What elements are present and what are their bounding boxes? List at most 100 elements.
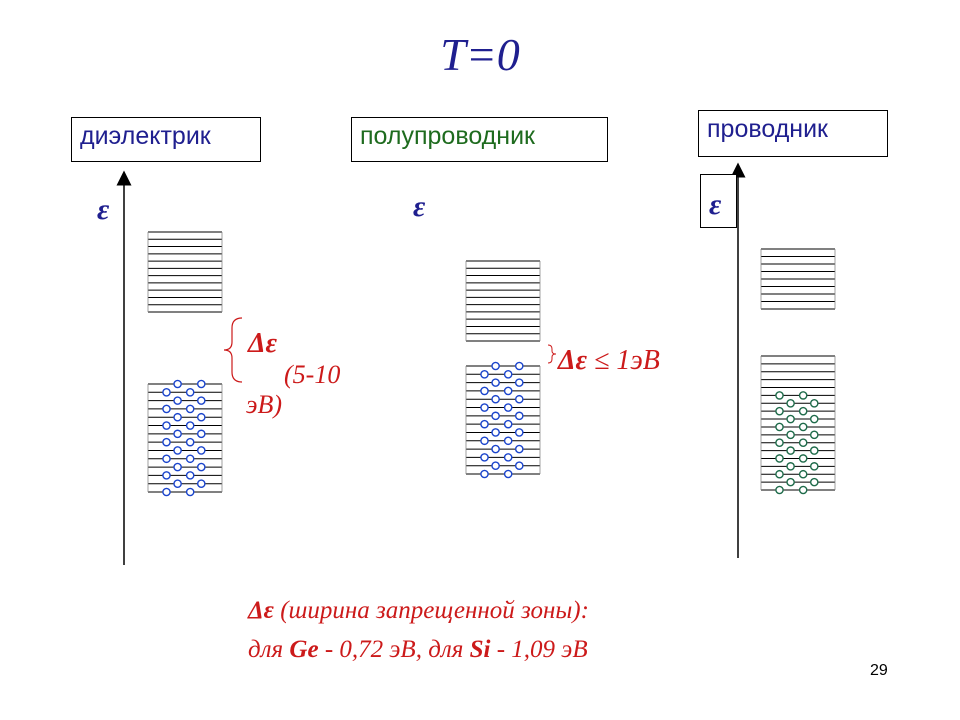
electron: [491, 428, 500, 437]
electron: [185, 454, 195, 464]
dielectric-conduction-band: [147, 231, 223, 313]
electron: [798, 454, 808, 463]
electron: [491, 411, 500, 421]
page-number: 29: [870, 662, 888, 679]
electron: [503, 436, 513, 446]
electron: [196, 396, 206, 405]
dielectric-gap-range: (5-10: [284, 360, 341, 389]
electron: [173, 396, 182, 405]
electron: [162, 437, 171, 447]
electron: [775, 422, 784, 432]
electron: [798, 438, 808, 448]
semiconductor-conduction-band: [465, 260, 541, 342]
electron: [162, 487, 171, 497]
conductor-upper-band: [760, 248, 836, 310]
electron: [503, 453, 513, 462]
dielectric-gap-symbol: Δε: [248, 328, 278, 359]
electron: [480, 436, 489, 446]
electron: [786, 430, 795, 440]
electron: [514, 411, 524, 421]
semiconductor-gap: Δε ≤ 1эВ: [558, 345, 660, 377]
semiconductor-gap-symbol: Δε: [558, 345, 588, 376]
footer-si: Si: [469, 636, 491, 663]
electron: [809, 414, 819, 424]
electron: [798, 406, 808, 416]
electron: [491, 361, 500, 371]
electron: [480, 386, 489, 396]
electron: [480, 469, 489, 479]
footer-gap-definition: (ширина запрещенной зоны):: [273, 597, 589, 624]
semiconductor-energy-symbol: ε: [413, 190, 426, 223]
slide-title: T=0: [440, 29, 520, 80]
electron: [809, 430, 819, 440]
footer-line-1: Δε (ширина запрещенной зоны):: [248, 597, 589, 625]
electron: [514, 394, 524, 404]
footer-prefix: для: [248, 636, 290, 663]
electron: [173, 446, 182, 455]
electron: [480, 453, 489, 462]
conductor-energy-box: [700, 174, 737, 228]
electron: [162, 454, 171, 464]
electron: [798, 422, 808, 432]
electron: [196, 446, 206, 455]
electron: [196, 462, 206, 472]
electron: [185, 471, 195, 480]
electron: [196, 479, 206, 488]
dielectric-energy-symbol: ε: [97, 193, 110, 226]
electron: [185, 421, 195, 430]
electron: [775, 438, 784, 448]
electron: [503, 419, 513, 429]
electron: [480, 403, 489, 412]
electron: [798, 485, 808, 495]
footer-ge: Ge: [289, 636, 319, 663]
electron: [503, 403, 513, 412]
conductor-electrons: [775, 391, 819, 495]
electron: [514, 444, 524, 454]
electron: [798, 391, 808, 400]
electron: [491, 394, 500, 404]
electron: [185, 487, 195, 497]
electron: [775, 454, 784, 463]
conductor-lower-band: [760, 355, 836, 491]
electron: [514, 428, 524, 437]
electron: [196, 379, 206, 389]
dielectric-gap-unit: эВ): [246, 390, 283, 419]
footer-line-2: для Ge - 0,72 эВ, для Si - 1,09 эВ: [248, 636, 588, 664]
electron: [514, 378, 524, 387]
semiconductor-gap-brace: [547, 344, 557, 364]
footer-mid: - 0,72 эВ, для: [318, 636, 470, 663]
semiconductor-label: полупроводник: [351, 117, 608, 162]
electron: [196, 412, 206, 422]
electron: [185, 404, 195, 414]
electron: [775, 485, 784, 495]
electron: [491, 444, 500, 454]
electron: [173, 479, 182, 488]
electron: [809, 462, 819, 471]
electron: [786, 398, 795, 408]
electron: [491, 461, 500, 470]
electron: [798, 469, 808, 479]
electron: [491, 378, 500, 387]
electron: [809, 477, 819, 487]
electron: [775, 391, 784, 400]
electron: [809, 446, 819, 455]
electron: [786, 462, 795, 471]
electron: [162, 421, 171, 430]
semiconductor-valence-band: [465, 361, 541, 479]
electron: [775, 406, 784, 416]
electron: [196, 429, 206, 439]
dielectric-gap-brace: [223, 317, 243, 383]
electron: [173, 429, 182, 439]
electron: [162, 388, 171, 397]
electron: [162, 404, 171, 414]
electron: [503, 370, 513, 379]
electron: [809, 398, 819, 408]
semiconductor-gap-relation: ≤ 1эВ: [587, 345, 660, 376]
electron: [480, 370, 489, 379]
electron: [185, 388, 195, 397]
electron: [162, 471, 171, 480]
electron: [173, 379, 182, 389]
electron: [480, 419, 489, 429]
conductor-label: проводник: [698, 110, 888, 157]
dielectric-label: диэлектрик: [71, 117, 261, 162]
